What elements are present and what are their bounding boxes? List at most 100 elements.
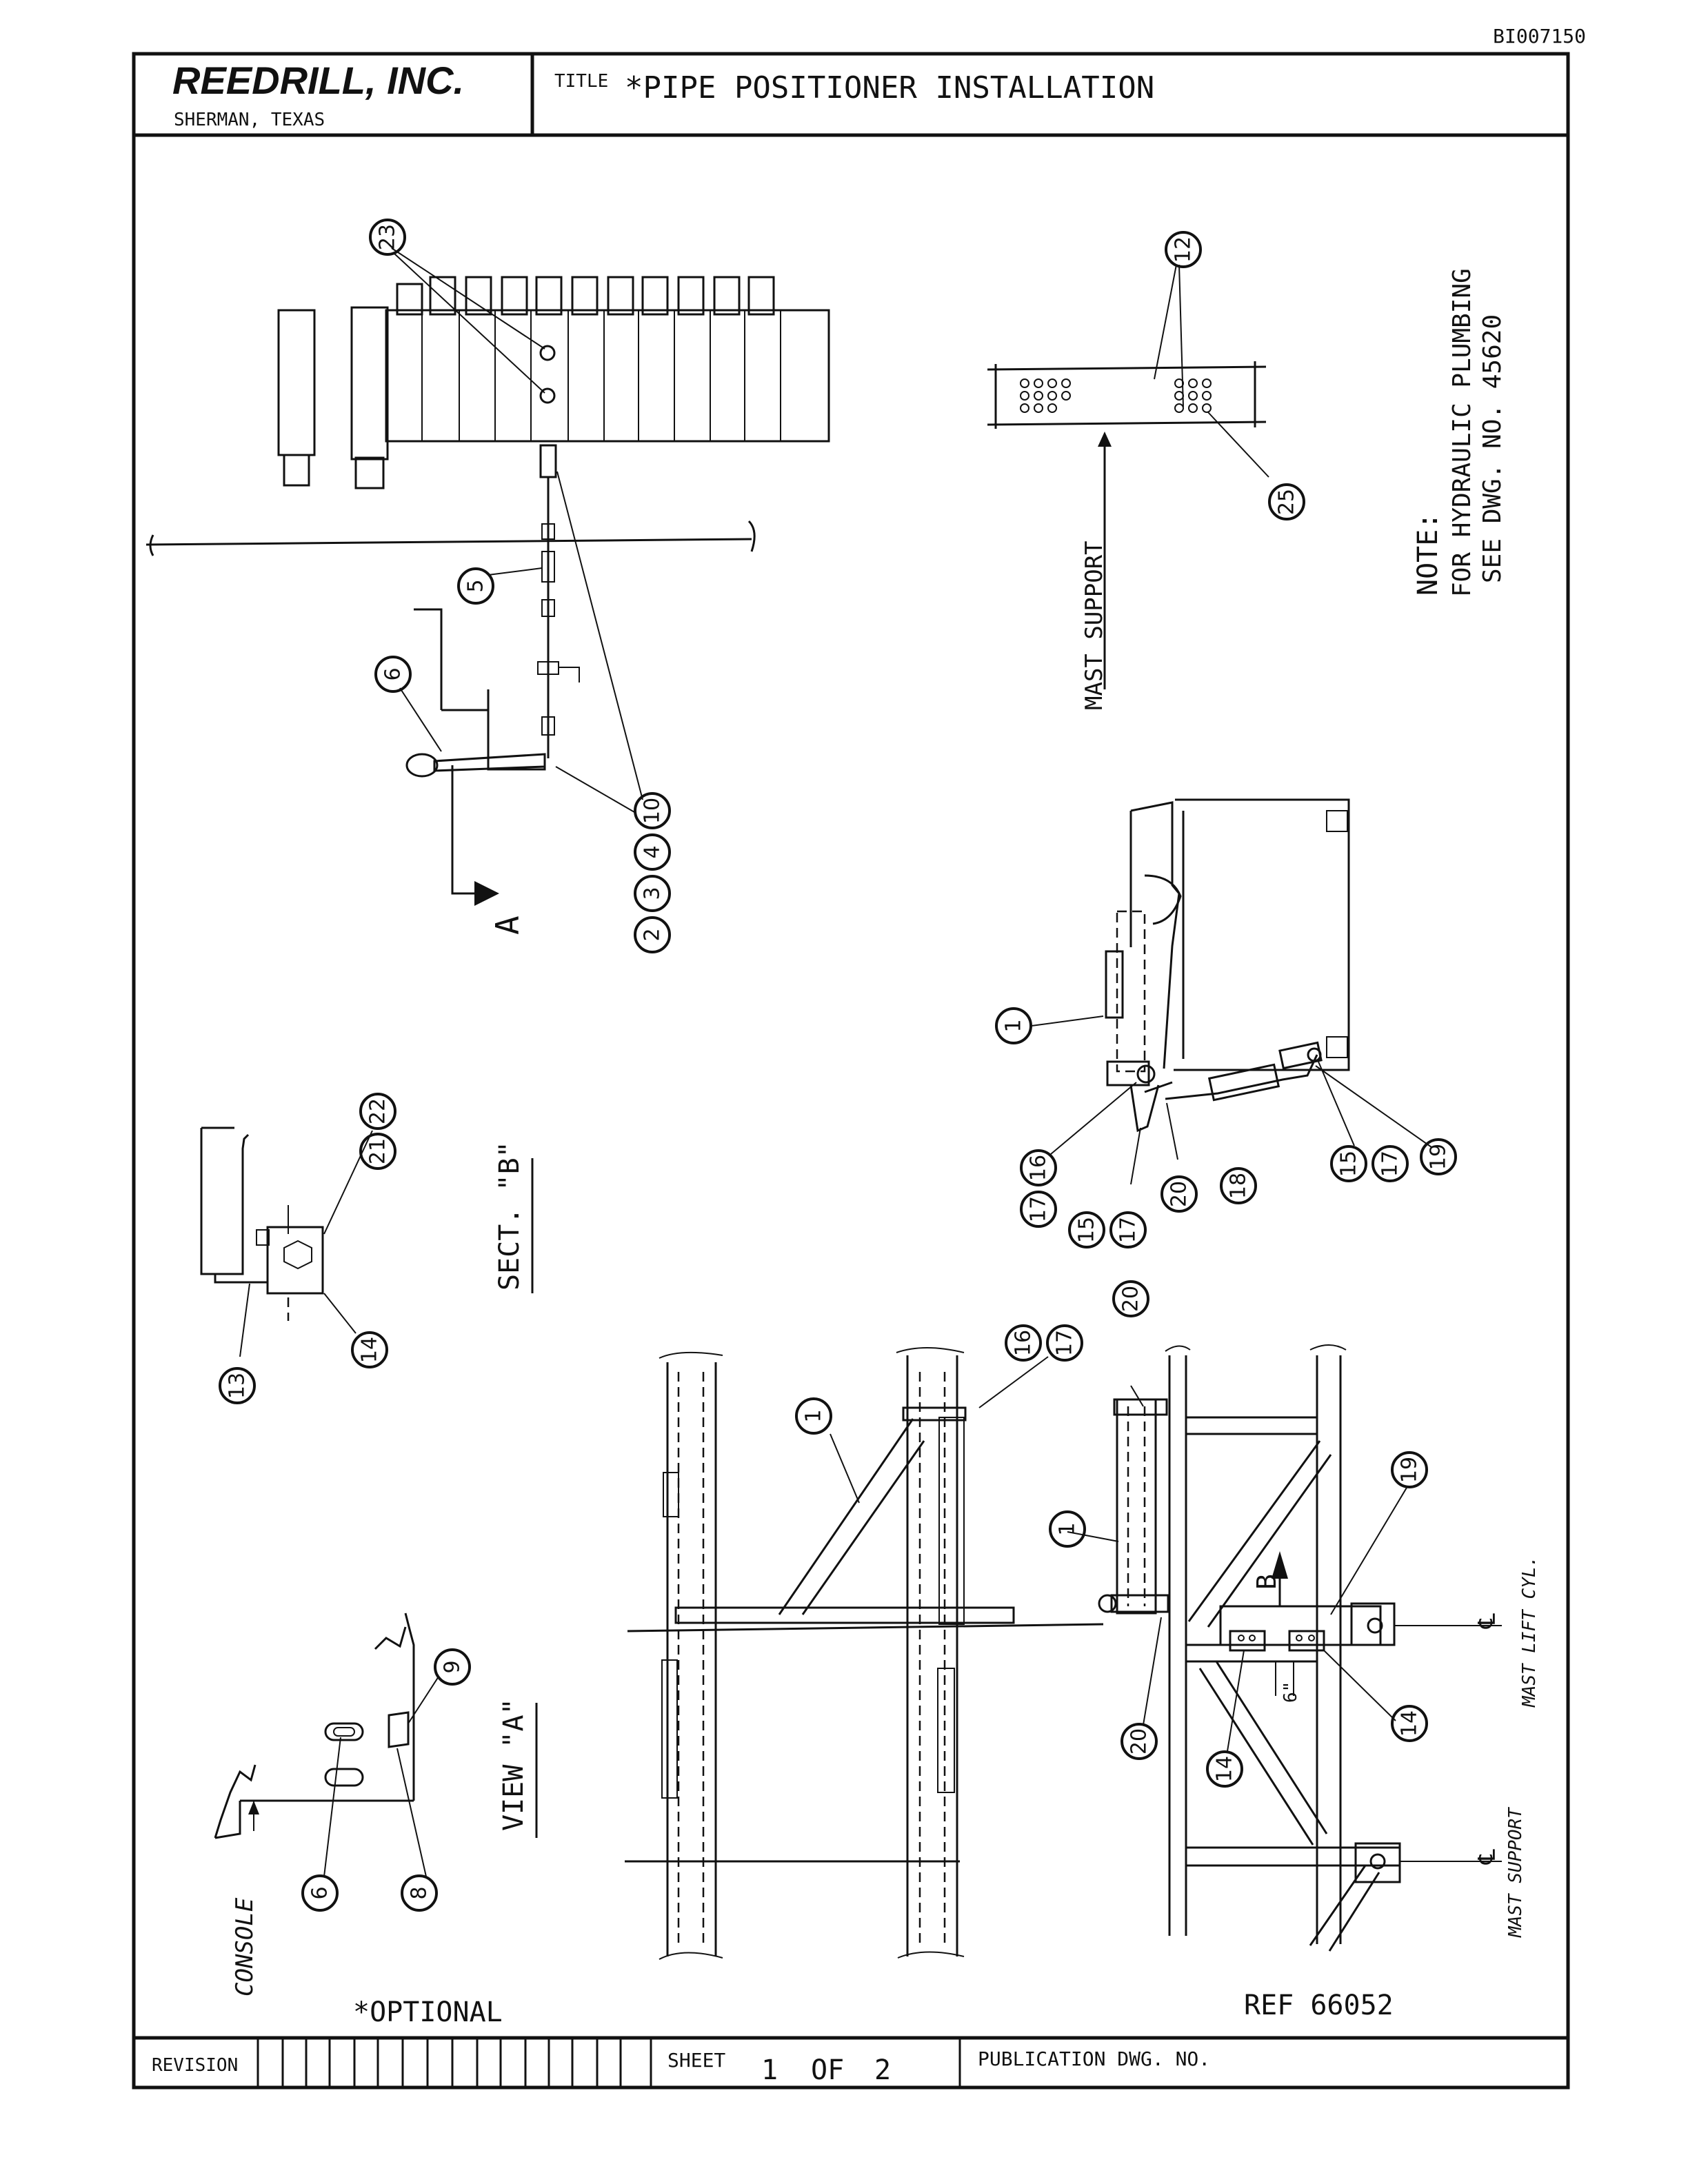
callout-17-front-text: 17 (1053, 1330, 1077, 1356)
publication-dwg-label: PUBLICATION DWG. NO. (978, 2048, 1210, 2070)
note-heading: NOTE: (1412, 513, 1444, 596)
callout-9-text: 9 (441, 1660, 465, 1673)
mast-lift-cyl-label: MAST LIFT CYL. (1519, 1556, 1540, 1708)
mast-support-label: MAST SUPPORT (1081, 540, 1108, 710)
callout-20-side: 20 (1160, 1175, 1198, 1213)
callout-17-front: 17 (1046, 1324, 1083, 1362)
callout-1-mast: 1 (1049, 1510, 1086, 1548)
drawing-title: *PIPE POSITIONER INSTALLATION (625, 70, 1154, 105)
front-elevation (625, 1347, 1104, 1960)
callout-14-mast-a: 14 (1206, 1750, 1243, 1788)
centerline-symbol-1: ℄ (1474, 1613, 1501, 1629)
callout-2: 2 (634, 916, 671, 953)
company-name: REEDRILL, INC. (172, 59, 464, 102)
callout-17-side-a-text: 17 (1027, 1196, 1051, 1222)
callout-17-side-b-text: 17 (1116, 1217, 1141, 1243)
callout-20-mast-top-text: 20 (1119, 1286, 1143, 1312)
note-line-2: SEE DWG. NO. 45620 (1478, 314, 1507, 583)
callout-15-side-b-text: 15 (1337, 1151, 1361, 1177)
callout-21: 21 (359, 1133, 396, 1170)
side-elevation (1031, 798, 1432, 1185)
callout-19-mast: 19 (1391, 1451, 1428, 1488)
callout-8-text: 8 (408, 1886, 432, 1899)
section-b-label: SECT. "B" (494, 1141, 525, 1291)
callout-8: 8 (401, 1874, 438, 1912)
callout-9: 9 (434, 1648, 471, 1686)
mast-structure: B 6" ℄ ℄ MAST LIFT CYL. MAST SUPPORT (830, 1344, 1540, 1952)
callout-1-front-text: 1 (802, 1409, 826, 1422)
callout-14-mast-a-text: 14 (1213, 1756, 1237, 1782)
callout-19-side: 19 (1420, 1138, 1457, 1175)
callout-16-side: 16 (1020, 1149, 1057, 1186)
callout-17-side-b: 17 (1109, 1211, 1147, 1248)
callout-20-mast-bottom: 20 (1121, 1723, 1158, 1760)
callout-22-text: 22 (366, 1098, 390, 1124)
callout-22: 22 (359, 1093, 396, 1130)
reference-number: REF 66052 (1244, 1990, 1394, 2021)
callout-10-text: 10 (641, 798, 665, 824)
callout-15-side-b: 15 (1330, 1145, 1367, 1182)
view-a-label: VIEW "A" (498, 1698, 530, 1831)
callout-12-text: 12 (1172, 236, 1196, 263)
callout-17-side-a: 17 (1020, 1191, 1057, 1228)
callout-19-mast-text: 19 (1398, 1457, 1422, 1483)
callout-14-sect-text: 14 (358, 1337, 382, 1363)
dimension-label: 6" (1280, 1681, 1301, 1703)
callout-16-front-text: 16 (1012, 1330, 1036, 1356)
pipe-rack-view: A (145, 247, 830, 935)
callout-4: 4 (634, 833, 671, 871)
callout-16-front: 16 (1005, 1324, 1042, 1362)
callout-20-side-text: 20 (1167, 1181, 1192, 1207)
callout-6-lever: 6 (374, 656, 412, 693)
callout-25-text: 25 (1275, 489, 1299, 515)
drawing-border (132, 52, 1570, 2090)
sheet-total: 2 (874, 2054, 891, 2086)
hydraulic-note: NOTE: FOR HYDRAULIC PLUMBING SEE DWG. NO… (1412, 268, 1507, 597)
callout-15-side-a: 15 (1068, 1211, 1105, 1248)
callout-23-text: 23 (376, 224, 400, 250)
mast-support-cl-label: MAST SUPPORT (1505, 1807, 1526, 1938)
title-block: REEDRILL, INC. SHERMAN, TEXAS TITLE *PIP… (134, 54, 1568, 137)
callout-16-side-text: 16 (1027, 1155, 1051, 1181)
note-line-1: FOR HYDRAULIC PLUMBING (1448, 268, 1476, 597)
sheet-number: 1 (761, 2054, 778, 2086)
section-b-detail: SECT. "B" (200, 1126, 534, 1357)
callout-21-text: 21 (366, 1138, 390, 1164)
callout-15-side-a-text: 15 (1075, 1217, 1099, 1243)
optional-label: *OPTIONAL (353, 1996, 503, 2028)
callout-1-side: 1 (995, 1007, 1032, 1044)
callout-18: 18 (1220, 1167, 1257, 1204)
revision-block: REVISION SHEET 1 OF 2 PUBLICATION DWG. N… (134, 2036, 1568, 2087)
callout-23: 23 (369, 219, 406, 256)
callout-3-text: 3 (641, 887, 665, 900)
title-label: TITLE (554, 71, 608, 92)
revision-label: REVISION (152, 2055, 238, 2076)
callout-18-text: 18 (1227, 1173, 1251, 1199)
callout-5: 5 (457, 567, 494, 605)
b-arrow-label: B (1252, 1574, 1282, 1590)
callout-1-side-text: 1 (1002, 1019, 1026, 1032)
callout-6-console: 6 (301, 1874, 339, 1912)
callout-20-mast-bottom-text: 20 (1127, 1728, 1152, 1755)
callout-6-lever-text: 6 (381, 667, 405, 680)
company-location: SHERMAN, TEXAS (174, 110, 325, 130)
callout-5-text: 5 (464, 579, 488, 592)
callout-17-side-c-text: 17 (1378, 1151, 1403, 1177)
mast-support-plan: MAST SUPPORT (987, 264, 1269, 710)
callout-13-text: 13 (225, 1373, 250, 1399)
sheet-label: SHEET (667, 2049, 725, 2072)
callout-20-mast-top: 20 (1112, 1280, 1149, 1317)
callout-3: 3 (634, 875, 671, 912)
view-a-detail: VIEW "A" CONSOLE (214, 1612, 538, 1996)
callout-14-mast-b-text: 14 (1398, 1710, 1422, 1737)
callout-14-mast-b: 14 (1391, 1705, 1428, 1742)
callout-14-sect: 14 (351, 1331, 388, 1368)
callout-12: 12 (1165, 231, 1202, 268)
document-id: BI007150 (1493, 25, 1586, 48)
callout-10: 10 (634, 792, 671, 829)
centerline-symbol-2: ℄ (1474, 1849, 1501, 1865)
callout-4-text: 4 (641, 845, 665, 858)
callout-6-console-text: 6 (308, 1886, 332, 1899)
callout-2-text: 2 (641, 928, 665, 941)
